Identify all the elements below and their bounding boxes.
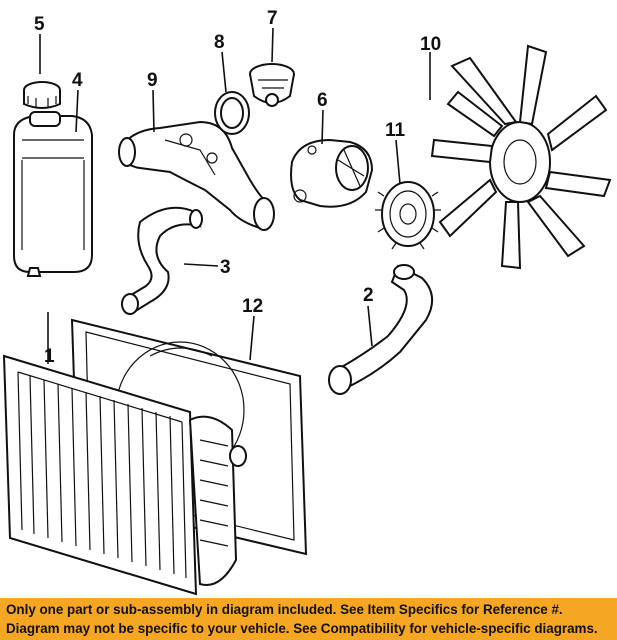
callout-10: 10 — [420, 34, 441, 55]
callout-1: 1 — [44, 346, 55, 367]
expansion-tank — [13, 111, 93, 277]
hose-3 — [121, 206, 203, 315]
callout-6: 6 — [317, 90, 328, 111]
water-pump — [290, 138, 374, 208]
leader-lines — [39, 27, 431, 364]
callout-11: 11 — [385, 120, 406, 141]
radiator — [2, 354, 247, 596]
callout-12: 12 — [242, 296, 263, 317]
expansion-tank-cap — [23, 81, 61, 109]
disclaimer-banner: Only one part or sub-assembly in diagram… — [0, 598, 617, 640]
thermostat-housing — [118, 120, 275, 231]
callout-9: 9 — [147, 70, 158, 91]
hose-2 — [328, 264, 433, 395]
fan-clutch — [375, 181, 441, 250]
gasket — [214, 91, 250, 135]
callout-8: 8 — [214, 32, 225, 53]
thermostat — [249, 63, 295, 107]
callout-4: 4 — [72, 70, 83, 91]
callout-3: 3 — [220, 257, 231, 278]
callout-numbers: 1 2 3 4 5 6 7 8 9 10 11 12 — [34, 8, 441, 367]
cooling-system-diagram: 1 2 3 4 5 6 7 8 9 10 11 12 — [2, 8, 612, 596]
callout-7: 7 — [267, 8, 278, 29]
callout-5: 5 — [34, 14, 45, 35]
callout-2: 2 — [363, 285, 374, 306]
disclaimer-line-1: Only one part or sub-assembly in diagram… — [6, 602, 563, 617]
disclaimer-line-2: Diagram may not be specific to your vehi… — [6, 621, 598, 636]
cooling-fan — [430, 44, 612, 270]
